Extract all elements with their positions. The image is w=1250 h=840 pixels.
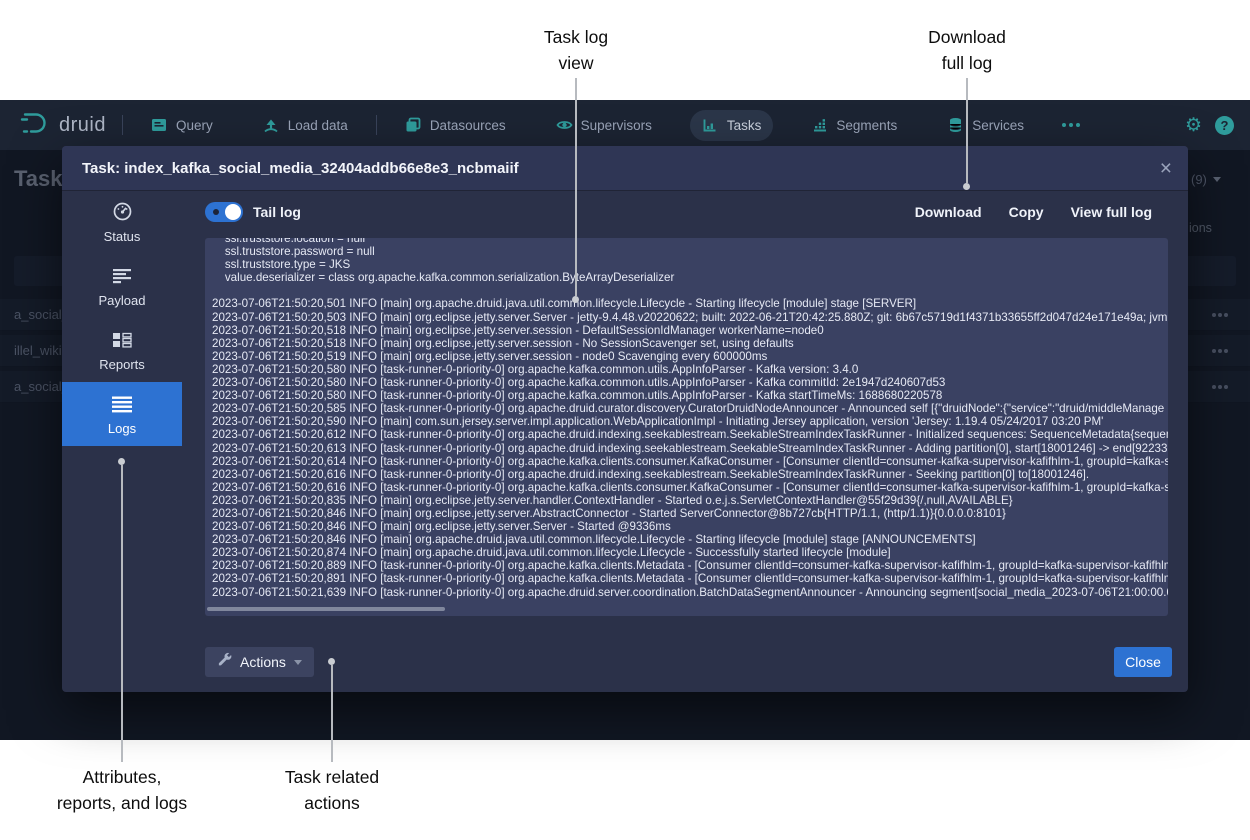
log-line: 2023-07-06T21:50:20,580 INFO [task-runne… — [212, 362, 859, 376]
annotation-task-log-view: Task log view — [543, 27, 609, 73]
nav-item-query[interactable]: Query — [139, 110, 225, 141]
log-line: 2023-07-06T21:50:20,518 INFO [main] org.… — [212, 336, 794, 350]
annotation-task-related-actions: Task related actions — [284, 767, 380, 813]
log-line: 2023-07-06T21:50:20,846 INFO [main] org.… — [212, 533, 976, 547]
log-line: 2023-07-06T21:50:20,612 INFO [task-runne… — [212, 428, 1168, 442]
annotation-line-actions — [331, 665, 333, 762]
log-line: 2023-07-06T21:50:20,835 INFO [main] org.… — [212, 493, 1013, 507]
log-line: 2023-07-06T21:50:20,613 INFO [task-runne… — [212, 441, 1168, 455]
tail-log-label: Tail log — [253, 204, 301, 220]
nav-divider — [375, 115, 377, 135]
log-line: ssl.truststore.type = JKS — [212, 258, 351, 272]
row-more-actions-icon[interactable] — [1212, 385, 1216, 389]
nav-item-supervisors[interactable]: Supervisors — [544, 110, 664, 141]
group-by-count: (9) — [1191, 172, 1207, 187]
log-line — [212, 284, 1168, 297]
datasources-icon — [405, 117, 422, 134]
segments-icon — [811, 117, 828, 134]
log-line: value.deserializer = class org.apache.ka… — [212, 271, 675, 285]
tail-log-toggle[interactable] — [205, 202, 243, 222]
nav-item-segments[interactable]: Segments — [799, 110, 909, 141]
task-detail-modal: Task: index_kafka_social_media_32404addb… — [62, 146, 1188, 692]
annotation-dot — [572, 296, 579, 303]
chevron-down-icon — [293, 659, 302, 665]
druid-logo-text: druid — [59, 113, 106, 136]
close-icon[interactable]: × — [1159, 156, 1172, 180]
eye-icon — [556, 117, 573, 134]
download-button[interactable]: Download — [914, 204, 982, 220]
druid-logo-icon — [18, 110, 50, 141]
tab-logs[interactable]: Logs — [62, 382, 182, 446]
log-line: 2023-07-06T21:50:20,590 INFO [main] com.… — [212, 415, 1104, 429]
group-by-dropdown[interactable]: (9) — [1191, 172, 1221, 187]
nav-item-services[interactable]: Services — [935, 110, 1036, 141]
upload-icon — [263, 117, 280, 134]
log-line: 2023-07-06T21:50:20,874 INFO [main] org.… — [212, 546, 891, 560]
annotation-dot — [963, 183, 970, 190]
modal-sidebar: Status Payload Reports Logs — [62, 190, 182, 446]
log-line: 2023-07-06T21:50:20,519 INFO [main] org.… — [212, 349, 768, 363]
log-line: 2023-07-06T21:50:20,501 INFO [main] org.… — [212, 297, 917, 311]
close-button[interactable]: Close — [1114, 647, 1172, 677]
services-icon — [947, 117, 964, 134]
log-line: 2023-07-06T21:50:20,614 INFO [task-runne… — [212, 454, 1168, 468]
row-more-actions-icon[interactable] — [1212, 349, 1216, 353]
tab-reports[interactable]: Reports — [62, 318, 182, 382]
actions-column-header: ions — [1189, 221, 1212, 235]
log-line: ssl.truststore.location = null — [212, 238, 366, 245]
help-icon[interactable]: ? — [1215, 115, 1234, 135]
more-dots-icon[interactable] — [1061, 123, 1066, 127]
annotation-line-task-log-view — [575, 78, 577, 296]
log-line: 2023-07-06T21:50:20,616 INFO [task-runne… — [212, 480, 1168, 494]
view-full-log-button[interactable]: View full log — [1070, 204, 1152, 220]
log-line: ssl.truststore.password = null — [212, 245, 375, 259]
tab-payload[interactable]: Payload — [62, 254, 182, 318]
annotation-dot — [328, 658, 335, 665]
toggle-on-indicator — [213, 209, 219, 215]
copy-button[interactable]: Copy — [1008, 204, 1044, 220]
log-line: 2023-07-06T21:50:21,639 INFO [task-runne… — [212, 585, 1168, 599]
tab-status[interactable]: Status — [62, 190, 182, 254]
nav-item-datasources[interactable]: Datasources — [393, 110, 518, 141]
annotation-attributes-reports-logs: Attributes, reports, and logs — [56, 767, 188, 813]
druid-logo[interactable]: druid — [18, 110, 106, 141]
gear-icon[interactable]: ⚙ — [1184, 114, 1202, 136]
annotation-download-full-log: Download full log — [928, 27, 1006, 73]
nav-item-tasks[interactable]: Tasks — [689, 109, 774, 141]
wrench-icon — [217, 652, 232, 672]
log-line: 2023-07-06T21:50:20,518 INFO [main] org.… — [212, 323, 824, 337]
app-viewport: Tasks (9) ions a_social_ illel_wiki a_so… — [0, 100, 1250, 740]
chevron-down-icon — [1212, 177, 1221, 182]
log-line: 2023-07-06T21:50:20,846 INFO [main] org.… — [212, 506, 1006, 520]
log-line: 2023-07-06T21:50:20,891 INFO [task-runne… — [212, 572, 1168, 586]
align-left-icon — [111, 265, 133, 287]
log-line: 2023-07-06T21:50:20,503 INFO [main] org.… — [212, 310, 1168, 324]
panel-table-icon — [111, 329, 133, 351]
log-line: 2023-07-06T21:50:20,585 INFO [task-runne… — [212, 402, 1165, 416]
query-icon — [151, 117, 168, 134]
modal-title-bar: Task: index_kafka_social_media_32404addb… — [62, 146, 1188, 190]
nav-item-load-data[interactable]: Load data — [251, 110, 360, 141]
annotation-dot — [118, 458, 125, 465]
log-line: 2023-07-06T21:50:20,580 INFO [task-runne… — [212, 376, 946, 390]
log-line: 2023-07-06T21:50:20,889 INFO [task-runne… — [212, 559, 1168, 573]
horizontal-scrollbar[interactable] — [207, 607, 445, 611]
log-content: ssl.truststore.location = null ssl.trust… — [212, 238, 1168, 599]
annotation-line-attributes — [121, 465, 123, 762]
log-line: 2023-07-06T21:50:20,616 INFO [task-runne… — [212, 467, 1090, 481]
actions-button[interactable]: Actions — [205, 647, 314, 677]
row-more-actions-icon[interactable] — [1212, 313, 1216, 317]
toggle-knob — [225, 204, 241, 220]
gauge-icon — [111, 201, 133, 223]
log-line: 2023-07-06T21:50:20,580 INFO [task-runne… — [212, 389, 943, 403]
log-line: 2023-07-06T21:50:20,846 INFO [main] org.… — [212, 520, 671, 534]
modal-title: Task: index_kafka_social_media_32404addb… — [82, 159, 519, 177]
top-navbar: druid Query Load data Da — [0, 100, 1250, 150]
tasks-icon — [702, 117, 719, 134]
menu-lines-icon — [111, 393, 133, 415]
annotation-line-download-full-log — [966, 78, 968, 183]
nav-divider — [121, 115, 123, 135]
log-panel[interactable]: ssl.truststore.location = null ssl.trust… — [205, 238, 1168, 616]
